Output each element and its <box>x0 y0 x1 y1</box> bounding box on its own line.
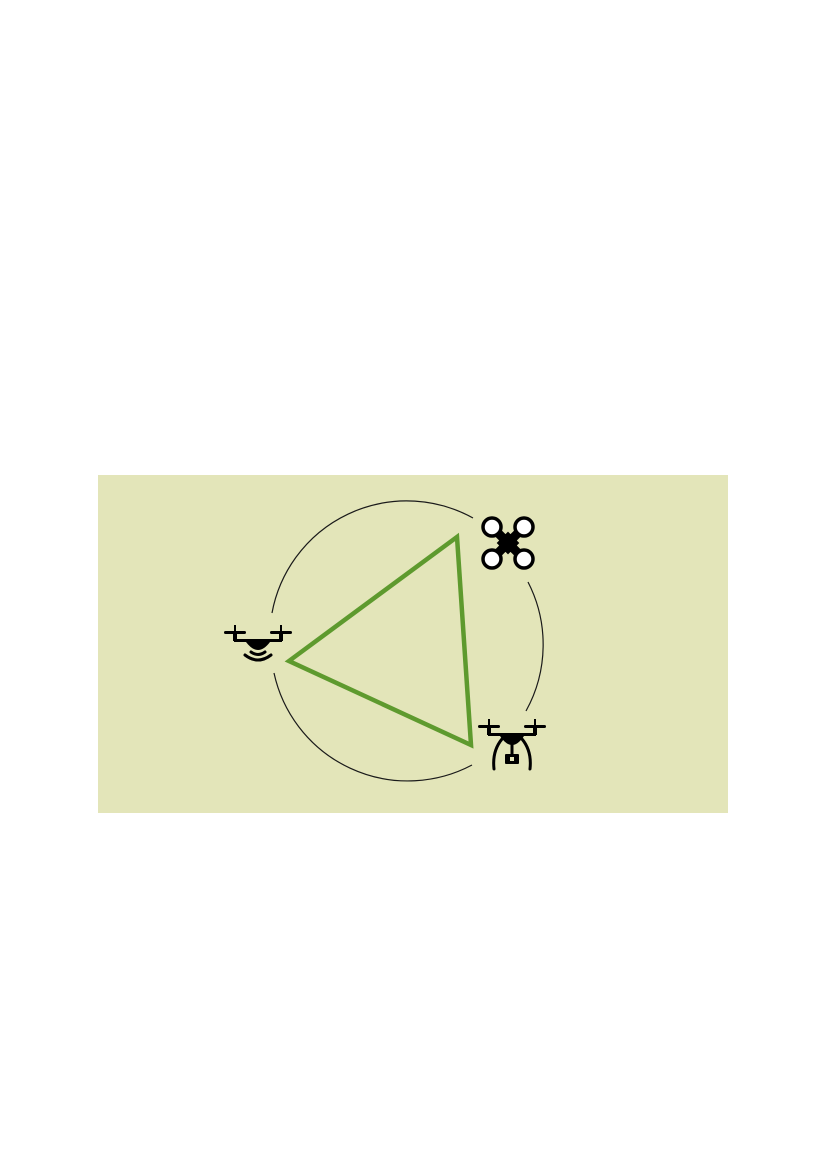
diagram-background <box>98 475 728 813</box>
diagram-panel <box>98 475 728 813</box>
link-triangle <box>284 532 474 749</box>
quadcopter-top-view-icon <box>481 516 535 570</box>
orbit-arc-top-left <box>271 500 474 614</box>
orbit-circle <box>271 500 544 782</box>
orbit-arc-right <box>525 581 544 712</box>
drone-network-diagram <box>98 475 728 813</box>
drone-signal-icon <box>224 625 292 662</box>
drone-camera-icon <box>478 719 546 771</box>
orbit-arc-bottom <box>273 672 473 782</box>
